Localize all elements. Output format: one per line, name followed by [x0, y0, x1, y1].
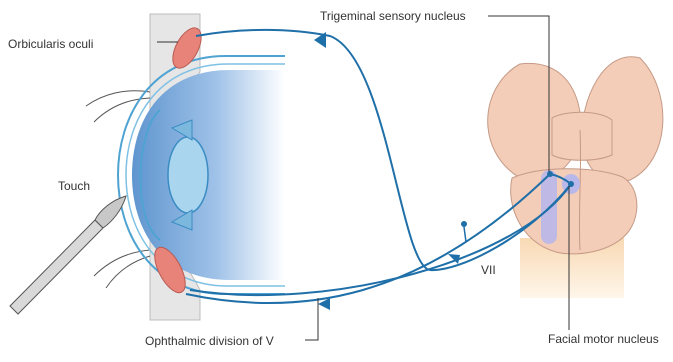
- label-touch: Touch: [58, 179, 90, 193]
- touch-brush: [10, 220, 103, 314]
- label-ophthalmic-division: Ophthalmic division of V: [145, 334, 274, 348]
- touch-brush-tip: [95, 196, 126, 228]
- midbrain: [552, 112, 612, 160]
- ganglion-stem: [464, 227, 466, 242]
- label-trigeminal-sensory-nucleus: Trigeminal sensory nucleus: [320, 9, 466, 23]
- nerve-arrows: [314, 32, 460, 310]
- lens: [168, 137, 208, 213]
- label-orbicularis-oculi: Orbicularis oculi: [8, 37, 93, 51]
- label-vii: VII: [481, 263, 496, 277]
- trigeminal-ganglion-dot: [461, 221, 467, 227]
- brainstem: [488, 57, 663, 298]
- synapse-dot-trigeminal: [547, 171, 553, 177]
- label-facial-motor-nucleus: Facial motor nucleus: [548, 332, 659, 346]
